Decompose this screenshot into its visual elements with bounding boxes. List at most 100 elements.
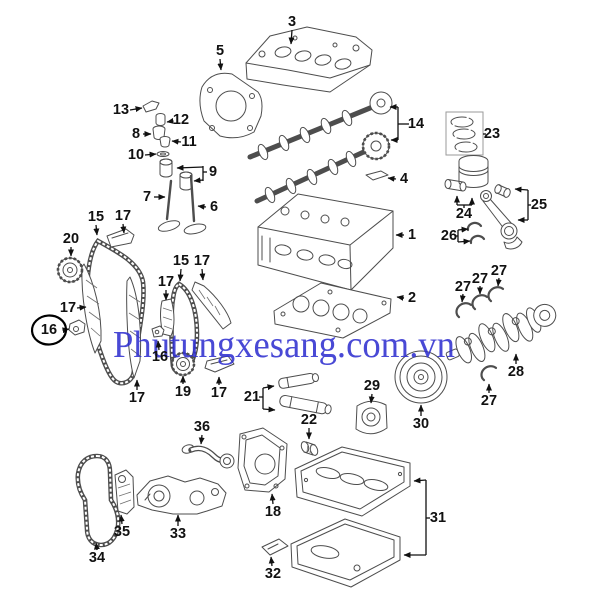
- callout-27: 27: [491, 263, 507, 287]
- part-oil-pickup: [181, 444, 235, 469]
- part-tensioner-16-left: [68, 319, 86, 336]
- part-number-label: 22: [301, 412, 317, 428]
- part-number-label: 16: [152, 349, 168, 365]
- callout-36: 36: [194, 419, 210, 445]
- part-number-label: 35: [114, 524, 130, 540]
- callout-17: 17: [194, 253, 210, 281]
- part-number-label: 25: [531, 197, 547, 213]
- part-number-label: 19: [175, 384, 191, 400]
- callout-15: 15: [88, 209, 104, 236]
- part-number-label: 13: [113, 102, 129, 118]
- part-plug: [300, 441, 319, 456]
- part-tensioner-21b: [279, 394, 332, 415]
- engine-parts-drawing: [56, 26, 557, 588]
- callout-15: 15: [173, 253, 189, 282]
- part-number-label: 3: [288, 14, 296, 30]
- part-number-label: 17: [158, 274, 174, 290]
- part-sprocket-19: [170, 351, 196, 377]
- part-number-label: 16: [41, 322, 57, 338]
- part-number-label: 32: [265, 566, 281, 582]
- part-upper-oil-pan: [294, 446, 411, 517]
- part-chain-guides: [81, 228, 235, 379]
- part-number-label: 26: [441, 228, 457, 244]
- callout-14: 14: [389, 104, 424, 143]
- part-valves: [157, 174, 207, 235]
- part-tensioner-21a: [278, 372, 319, 389]
- watermark-text: Phutungxesang.com.vn: [113, 324, 455, 366]
- part-number-label: 1: [408, 227, 416, 243]
- part-number-label: 28: [508, 364, 524, 380]
- callout-12: 12: [166, 112, 189, 128]
- part-number-label: 9: [209, 164, 217, 180]
- part-number-label: 10: [128, 147, 144, 163]
- callout-13: 13: [113, 102, 143, 118]
- part-number-label: 34: [89, 550, 105, 566]
- part-rod-bearings: [466, 221, 486, 245]
- callout-16: 16: [152, 340, 168, 365]
- callout-4: 4: [387, 171, 408, 187]
- callout-11: 11: [171, 134, 197, 150]
- callout-20: 20: [63, 231, 79, 257]
- part-number-label: 7: [143, 189, 151, 205]
- callout-16: 16: [30, 314, 70, 346]
- callout-8: 8: [132, 126, 152, 142]
- part-bracket: [261, 538, 289, 556]
- callout-17: 17: [158, 274, 174, 301]
- part-number-label: 27: [481, 393, 497, 409]
- callout-2: 2: [396, 290, 416, 306]
- callout-27: 27: [481, 383, 497, 409]
- part-number-label: 14: [408, 116, 424, 132]
- callout-32: 32: [265, 556, 281, 582]
- callout-29: 29: [364, 378, 380, 404]
- part-number-label: 24: [456, 206, 472, 222]
- part-number-label: 20: [63, 231, 79, 247]
- part-number-label: 21: [244, 389, 260, 405]
- part-cylinder-head: [257, 193, 394, 291]
- part-number-label: 12: [173, 112, 189, 128]
- part-piston: [444, 155, 489, 192]
- callout-9: 9: [176, 164, 217, 184]
- hand-drawn-circle-annotation: [30, 314, 68, 346]
- part-key: [365, 170, 389, 181]
- part-number-label: 23: [484, 126, 500, 142]
- callout-27: 27: [472, 271, 488, 295]
- part-number-label: 15: [88, 209, 104, 225]
- callout-19: 19: [175, 375, 191, 400]
- part-number-label: 8: [132, 126, 140, 142]
- part-front-cover: [237, 427, 288, 493]
- callout-23: 23: [483, 126, 500, 142]
- part-number-label: 27: [472, 271, 488, 287]
- part-oil-pump: [136, 475, 227, 515]
- part-tensioner-16-mid: [151, 325, 165, 338]
- callout-27: 27: [455, 279, 471, 303]
- part-crank-pulley: [394, 350, 448, 404]
- part-crankshaft: [445, 303, 557, 364]
- callout-31: 31: [403, 477, 446, 558]
- part-number-label: 29: [364, 378, 380, 394]
- callout-35: 35: [114, 514, 130, 540]
- part-number-label: 4: [400, 171, 408, 187]
- callout-34: 34: [89, 542, 105, 566]
- callout-17: 17: [211, 376, 227, 401]
- callout-17: 17: [115, 208, 131, 234]
- part-number-label: 27: [491, 263, 507, 279]
- part-number-label: 17: [60, 300, 76, 316]
- callout-18: 18: [265, 493, 281, 520]
- part-number-label: 17: [129, 390, 145, 406]
- part-head-gasket: [273, 282, 392, 339]
- callout-7: 7: [143, 189, 166, 205]
- callout-26: 26: [441, 226, 471, 245]
- part-valve-cover: [245, 26, 373, 93]
- part-number-label: 2: [408, 290, 416, 306]
- part-number-label: 33: [170, 526, 186, 542]
- part-piston-rings: [445, 111, 484, 156]
- part-number-label: 15: [173, 253, 189, 269]
- callout-24: 24: [454, 195, 475, 222]
- part-sprocket-20: [56, 256, 84, 284]
- part-number-label: 17: [115, 208, 131, 224]
- part-number-label: 6: [210, 199, 218, 215]
- callout-17: 17: [129, 379, 145, 406]
- callout-28: 28: [508, 353, 524, 380]
- part-number-label: 17: [211, 385, 227, 401]
